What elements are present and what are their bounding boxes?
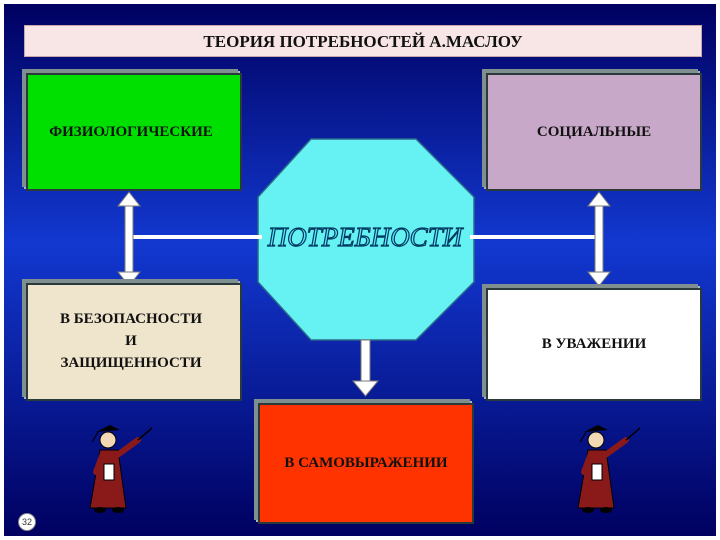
box-respect: В УВАЖЕНИИ (486, 288, 702, 401)
box-safety-label-line1: В БЕЗОПАСНОСТИ (59, 311, 203, 328)
box-social-label: СОЦИАЛЬНЫЕ (536, 123, 652, 140)
box-safety-label-line3: ЗАЩИЩЕННОСТИ (60, 354, 202, 371)
professor-figure-left-icon (89, 425, 153, 513)
box-safety: В БЕЗОПАСНОСТИ И ЗАЩИЩЕННОСТИ (26, 283, 242, 401)
professor-figure-right-icon (577, 425, 641, 513)
box-physiological-label: ФИЗИОЛОГИЧЕСКИЕ (49, 123, 213, 140)
box-self-expression: В САМОВЫРАЖЕНИИ (258, 403, 474, 524)
slide-title: ТЕОРИЯ ПОТРЕБНОСТЕЙ А.МАСЛОУ (24, 25, 702, 57)
box-respect-label: В УВАЖЕНИИ (541, 336, 647, 352)
slide-number-badge: 32 (18, 513, 36, 531)
box-safety-label-line2: И (125, 333, 137, 350)
box-physiological: ФИЗИОЛОГИЧЕСКИЕ (26, 73, 242, 191)
center-octagon (257, 138, 475, 341)
center-label: ПОТРЕБНОСТИ (267, 221, 463, 252)
left-double-arrow (116, 191, 142, 287)
right-double-arrow (586, 191, 612, 287)
box-social: СОЦИАЛЬНЫЕ (486, 73, 702, 191)
box-self-expression-label: В САМОВЫРАЖЕНИИ (284, 455, 448, 471)
down-arrow (351, 339, 380, 397)
